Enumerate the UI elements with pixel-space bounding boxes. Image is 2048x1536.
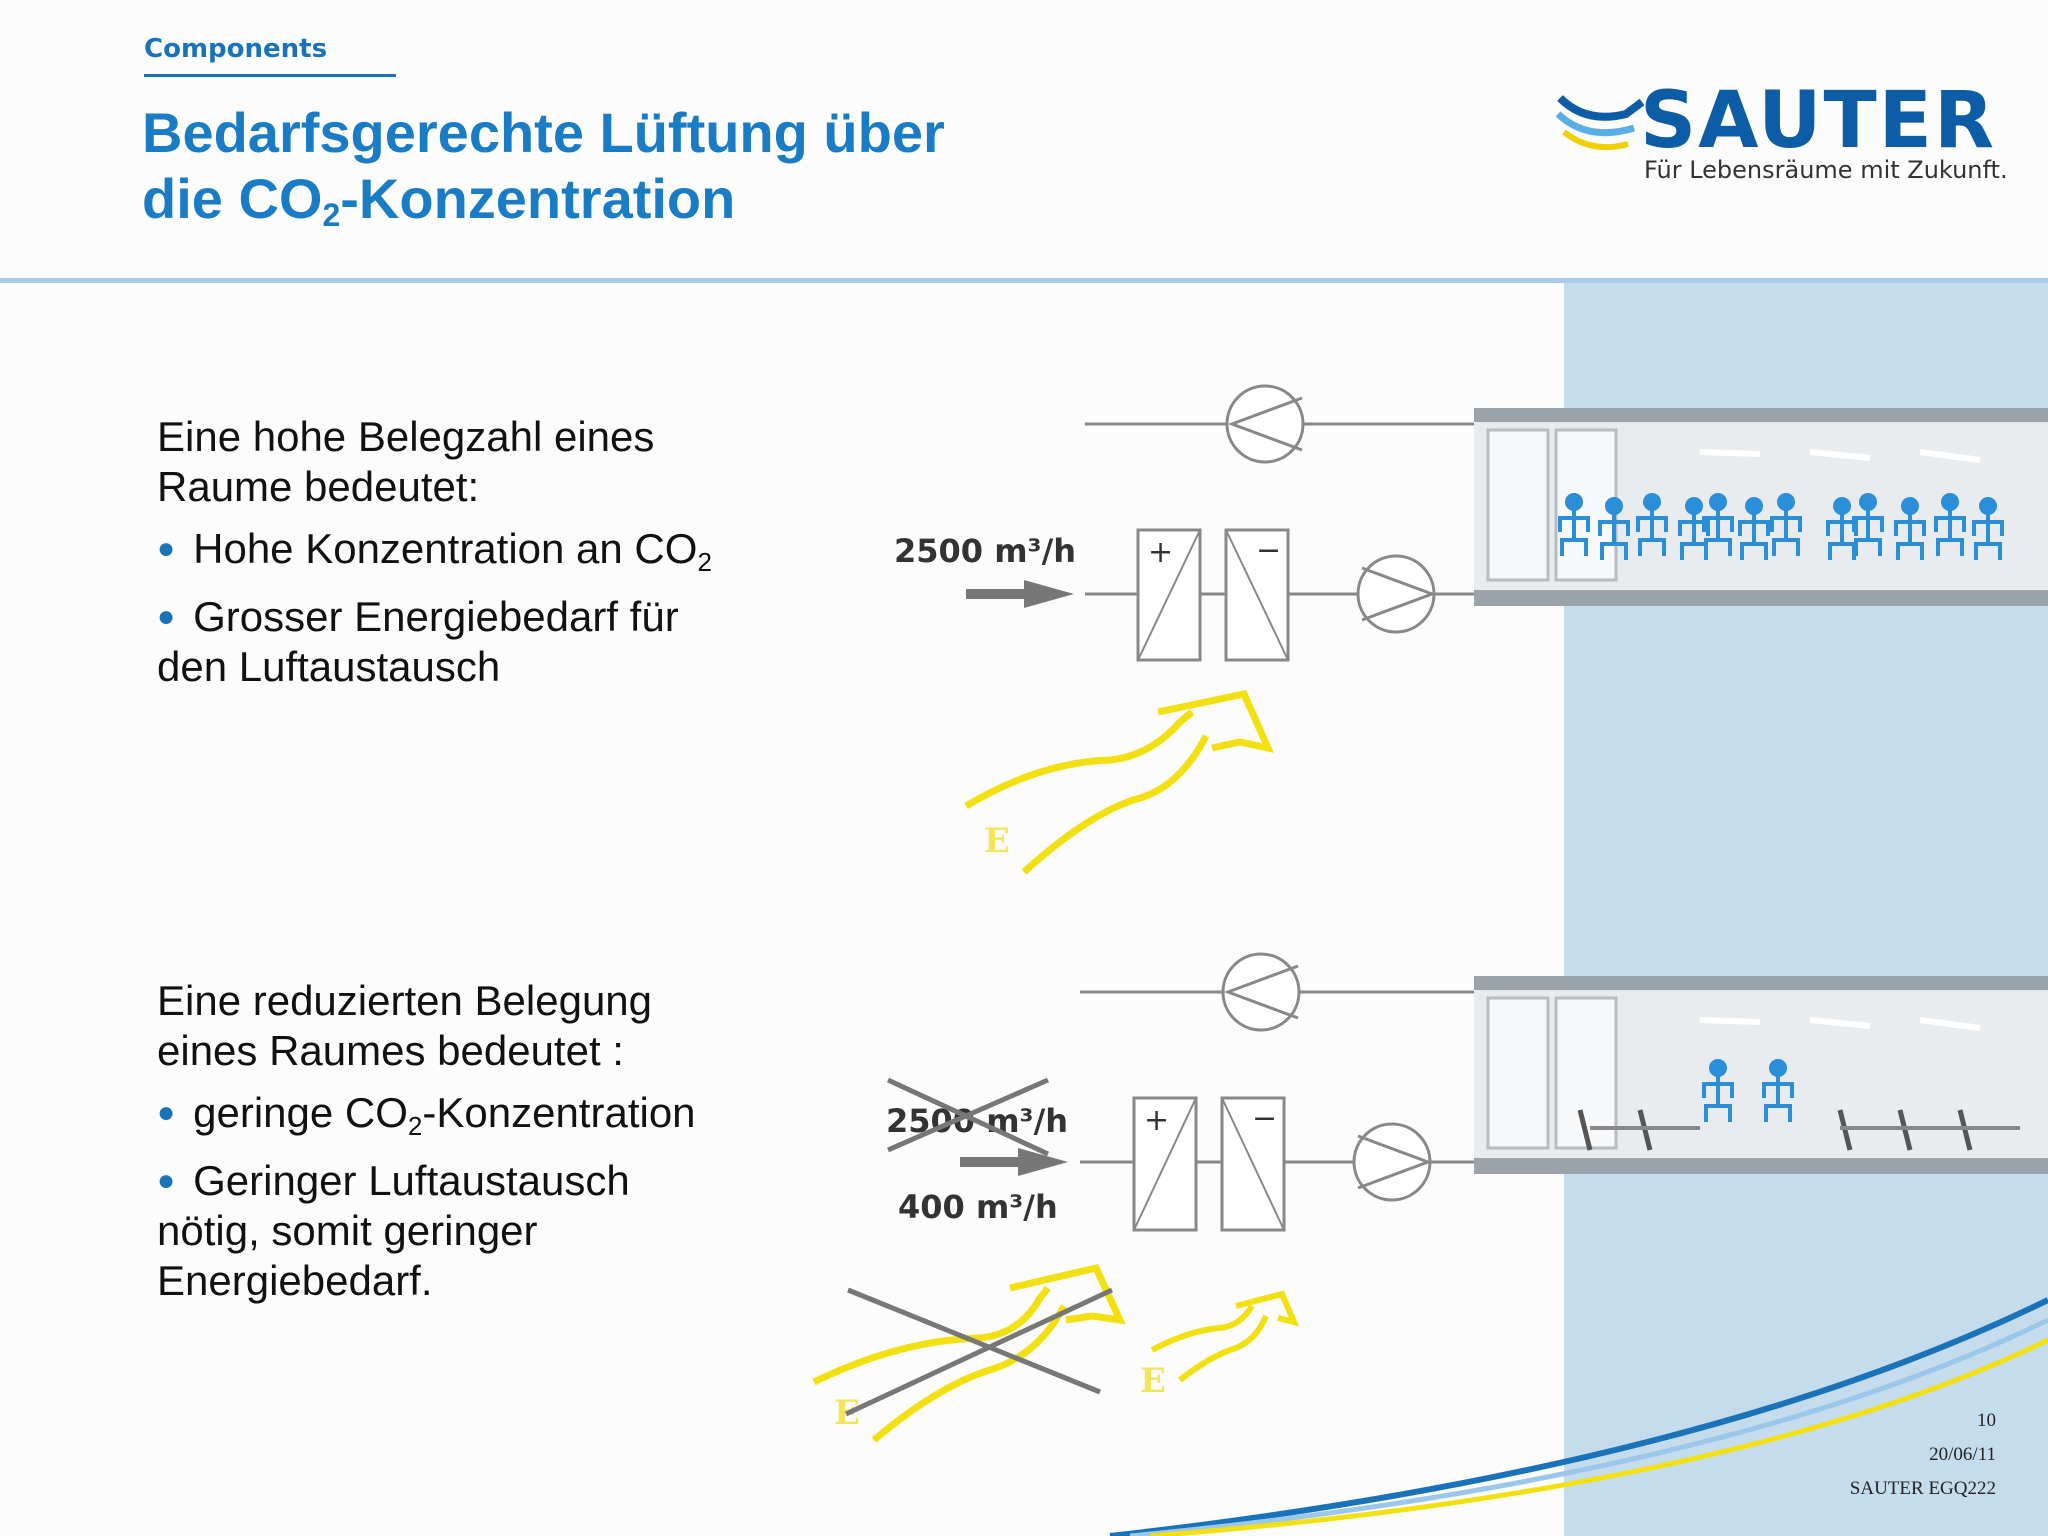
intro-line: eines Raumes bedeutet : [157,1027,624,1074]
person-icon [1636,493,1668,556]
room-high-occupancy [1474,408,2048,606]
cooler-symbol: − [1256,533,1281,568]
person-icon [1770,493,1802,556]
logo-wordmark: SAUTER [1640,76,1997,166]
strikethrough-icon [886,1077,1050,1157]
energy-arrow-icon [1150,1290,1300,1383]
title-line-2: die CO2-Konzentration [142,167,736,233]
sauter-logo-icon [1555,84,1646,159]
person-icon [1972,497,2004,560]
cooler-symbol: − [1252,1101,1277,1136]
supply-fan-icon [1352,1122,1433,1202]
occupants-icon [1558,493,2004,560]
bullet-continuation: den Luftaustausch [157,643,501,690]
cooler-coil-icon [1220,1096,1286,1232]
slide-date: 20/06/11 [1929,1444,1996,1465]
person-icon [1678,497,1710,560]
heater-coil-icon [1136,528,1202,662]
bullet-icon: ● [157,1164,176,1197]
bullet-continuation: Energiebedarf. [157,1257,433,1304]
room-low-occupancy [1474,976,2048,1174]
bullet-icon: ● [157,600,176,633]
bullet-item: ●Geringer Luftaustausch [157,1157,630,1204]
new-flow-rate-label: 400 m³/h [898,1188,1058,1226]
person-icon [1702,493,1734,556]
occupants-icon [1702,1059,1794,1122]
high-occupancy-text: Eine hohe Belegzahl eines Raume bedeutet… [157,412,797,692]
energy-arrow-icon [964,689,1274,875]
person-icon [1558,493,1590,556]
title-line-1: Bedarfsgerechte Lüftung über [142,101,945,164]
bullet-item: ●Grosser Energiebedarf für [157,593,679,640]
heater-symbol: + [1148,535,1173,570]
person-icon [1702,1059,1734,1122]
heater-coil-icon [1132,1096,1198,1232]
bullet-icon: ● [157,1096,176,1129]
person-icon [1762,1059,1794,1122]
heater-symbol: + [1144,1103,1169,1138]
person-icon [1852,493,1884,556]
reduced-occupancy-text: Eine reduzierten Belegung eines Raumes b… [157,976,797,1306]
supply-fan-icon [1356,554,1437,634]
person-icon [1738,497,1770,560]
document-code: SAUTER EGQ222 [1849,1478,1996,1499]
flow-rate-label: 2500 m³/h [894,532,1076,570]
energy-label: E [1140,1361,1166,1401]
airflow-arrow-icon [966,580,1074,608]
section-label: Components [144,34,328,64]
exhaust-fan-icon [1221,952,1301,1032]
exhaust-fan-icon [1225,384,1305,464]
section-underline [144,74,396,77]
intro-line: Eine reduzierten Belegung [157,977,653,1024]
bullet-item: ●Hohe Konzentration an CO2 [157,525,712,577]
top-scenario: + − 2500 m³/h E [894,384,2048,875]
airflow-arrow-icon [960,1148,1068,1176]
person-icon [1934,493,1966,556]
header-divider [0,278,2048,283]
bottom-scenario: + − 2500 m³/h 400 m³/h E [812,952,2048,1443]
slide-title: Bedarfsgerechte Lüftung über die CO2-Kon… [142,100,945,232]
person-icon [1598,497,1630,560]
decorative-swoosh [1109,1297,2048,1536]
empty-chairs-icon [1577,1109,2020,1151]
page-number: 10 [1977,1410,1996,1431]
bullet-item: ●geringe CO2-Konzentration [157,1089,696,1141]
bullet-continuation: nötig, somit geringer [157,1207,538,1254]
bullet-icon: ● [157,532,176,565]
cooler-coil-icon [1224,528,1290,662]
strikethrough-icon [844,1287,1114,1417]
intro-line: Eine hohe Belegzahl eines [157,413,655,460]
logo-tagline: Für Lebensräume mit Zukunft. [1644,156,2008,184]
energy-label: E [984,821,1010,861]
person-icon [1894,497,1926,560]
intro-line: Raume bedeutet: [157,463,480,510]
